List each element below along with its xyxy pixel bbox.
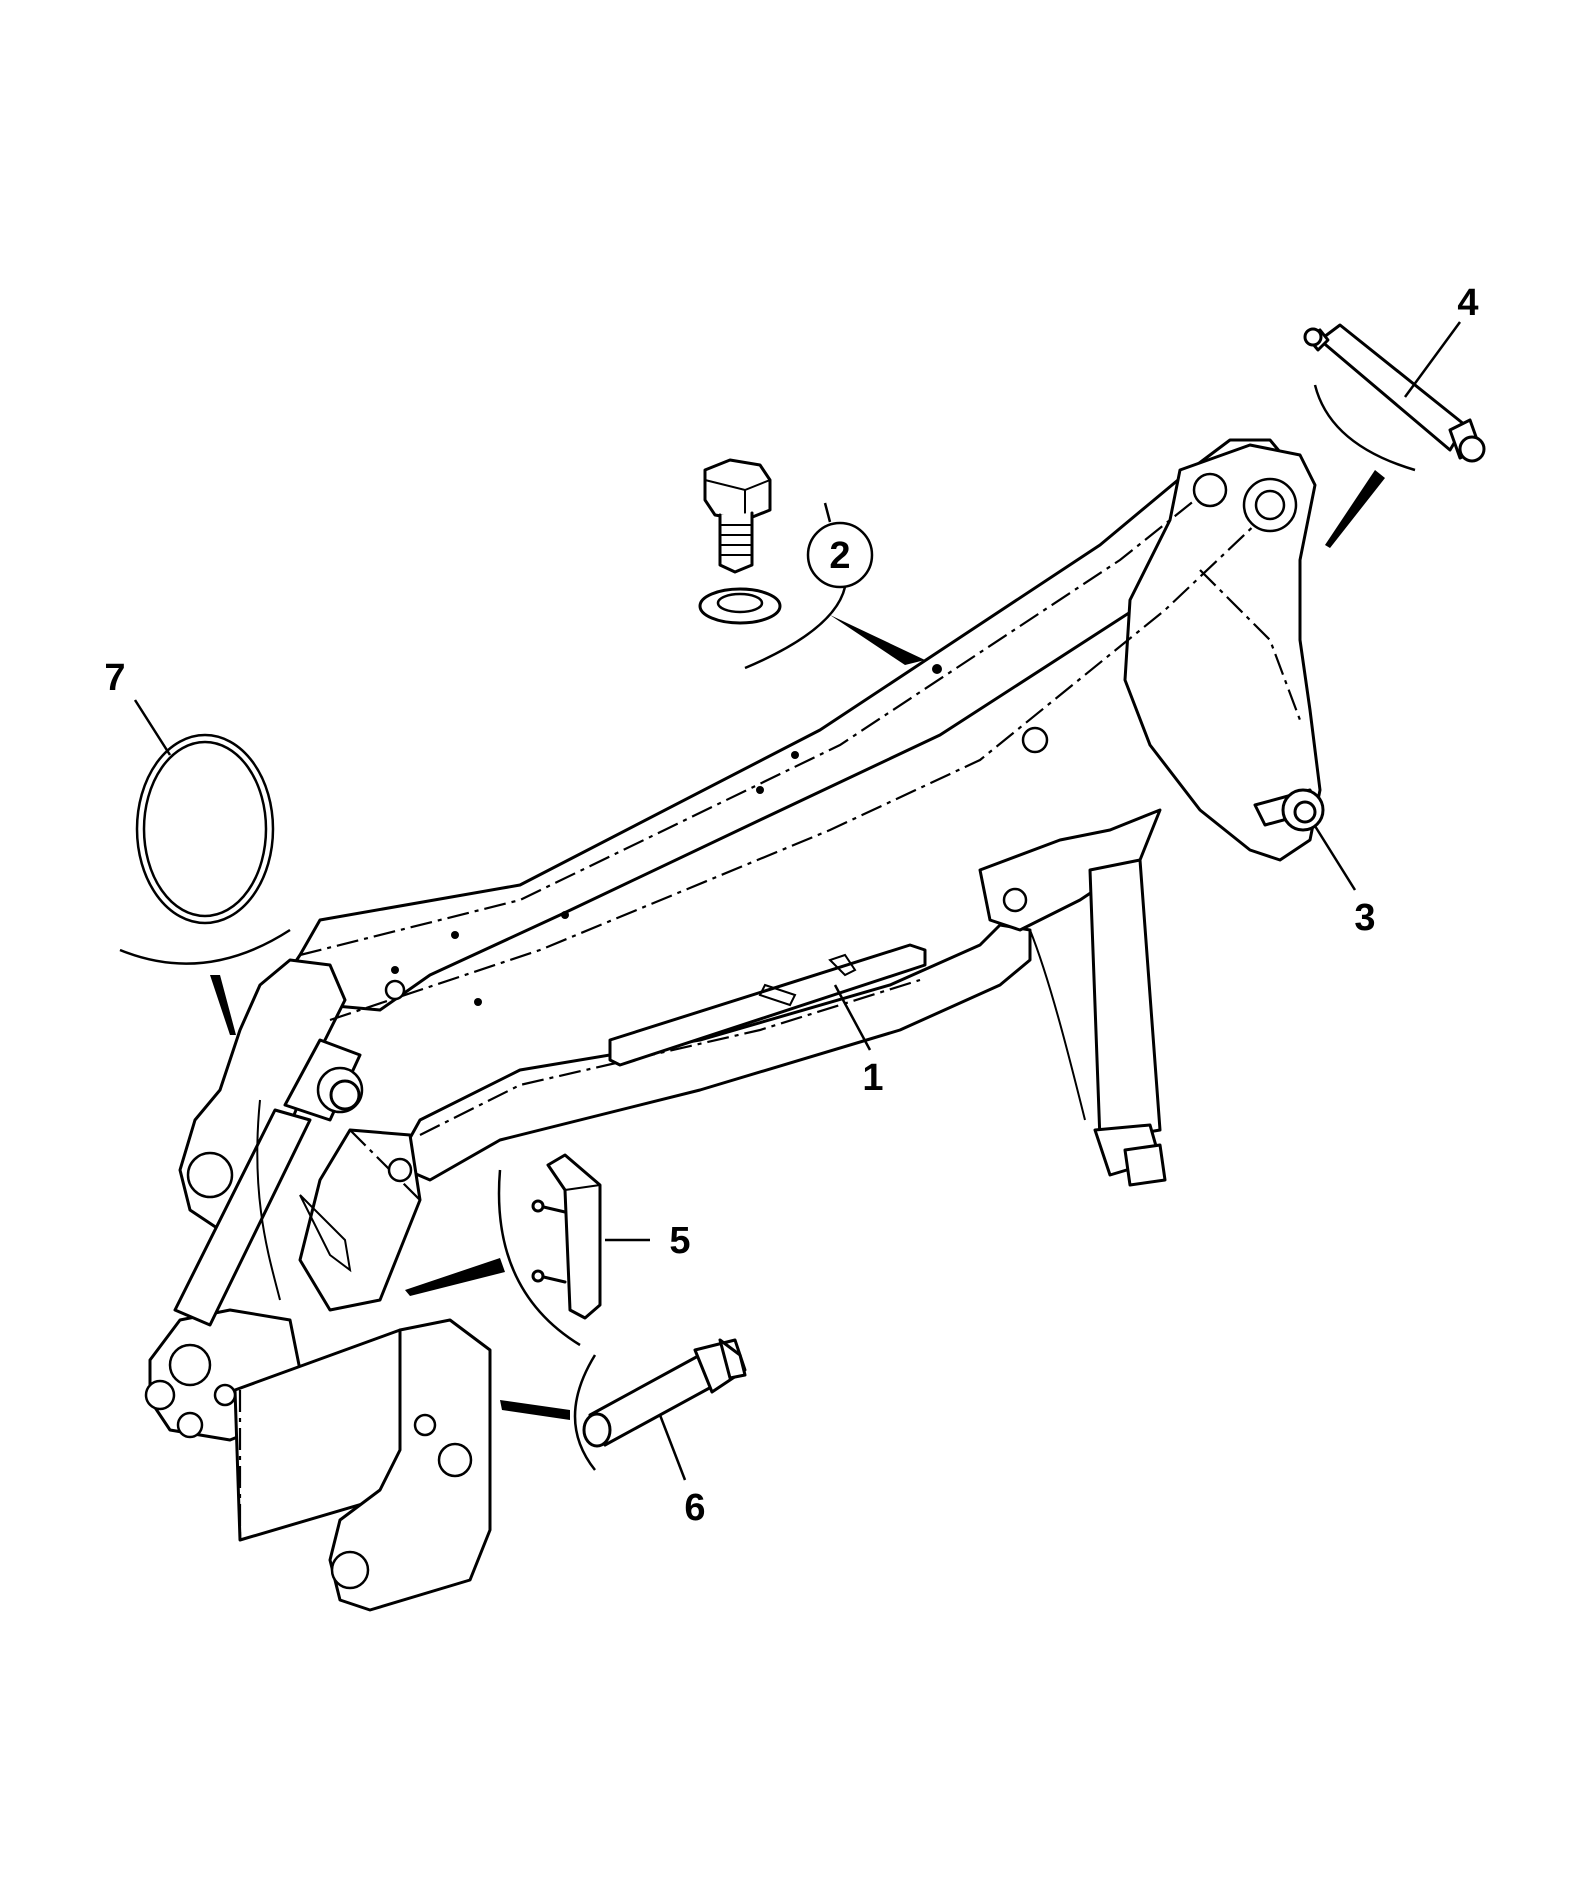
hydraulic-cylinder xyxy=(173,1038,364,1327)
callout-3: 3 xyxy=(1354,897,1375,939)
part-2-bolt-washer xyxy=(698,458,782,625)
part-6-pin xyxy=(582,1338,747,1448)
callout-4: 4 xyxy=(1457,282,1478,324)
part-5-wear-pad xyxy=(531,1153,602,1320)
part-7-ring xyxy=(135,733,275,925)
callout-leaders xyxy=(119,321,1462,1481)
callout-1: 1 xyxy=(862,1057,883,1099)
part-3-grease-fitting xyxy=(1253,788,1325,832)
tilt-cylinder xyxy=(1029,858,1167,1187)
part-4-pivot-pin xyxy=(1303,323,1486,463)
callout-7: 7 xyxy=(104,657,125,699)
callout-labels: 1 2 3 4 5 6 7 xyxy=(104,282,1478,1529)
callout-5: 5 xyxy=(669,1220,690,1262)
part-1-wear-strip xyxy=(608,943,927,1067)
loader-arm-frame xyxy=(144,438,1322,1612)
callout-2: 2 xyxy=(829,535,850,577)
callout-6: 6 xyxy=(684,1487,705,1529)
